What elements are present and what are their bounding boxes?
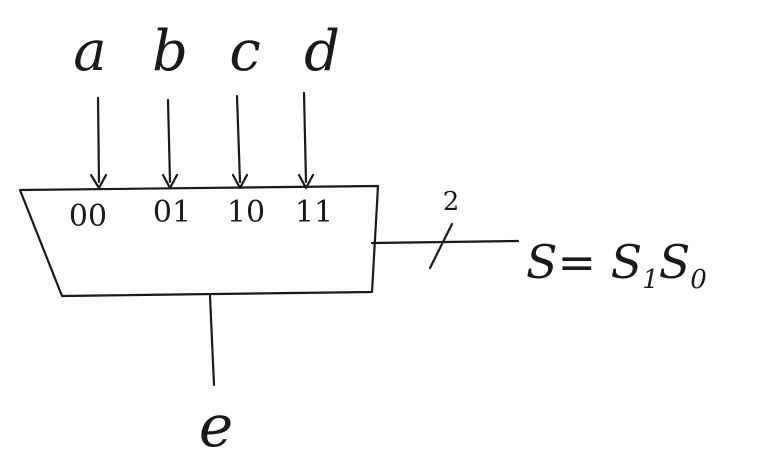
input-arrow-d: [297, 91, 315, 190]
input-label-c: c: [229, 19, 260, 84]
select-signal-label: S= S1S0: [526, 235, 707, 295]
input-code-00: 00: [69, 199, 107, 234]
select-label-mid: S: [659, 235, 691, 289]
input-label-b: b: [152, 19, 188, 84]
bus-width-label: 2: [443, 187, 460, 217]
bus-width-slash: [428, 222, 454, 270]
select-label-sub0: 0: [690, 265, 707, 295]
output-line: [208, 294, 216, 387]
select-bus-line: [370, 239, 520, 245]
input-label-a: a: [73, 19, 106, 84]
input-code-11: 11: [295, 195, 333, 230]
select-label-main: S= S: [526, 235, 642, 289]
mux-body: [18, 184, 380, 298]
input-arrow-c: [231, 94, 249, 190]
input-arrow-b: [161, 98, 179, 190]
input-code-10: 10: [227, 195, 265, 230]
input-arrow-a: [89, 96, 108, 190]
select-label-sub1: 1: [642, 265, 659, 295]
output-label-e: e: [199, 392, 233, 460]
input-code-01: 01: [153, 195, 191, 230]
input-label-d: d: [304, 19, 340, 84]
